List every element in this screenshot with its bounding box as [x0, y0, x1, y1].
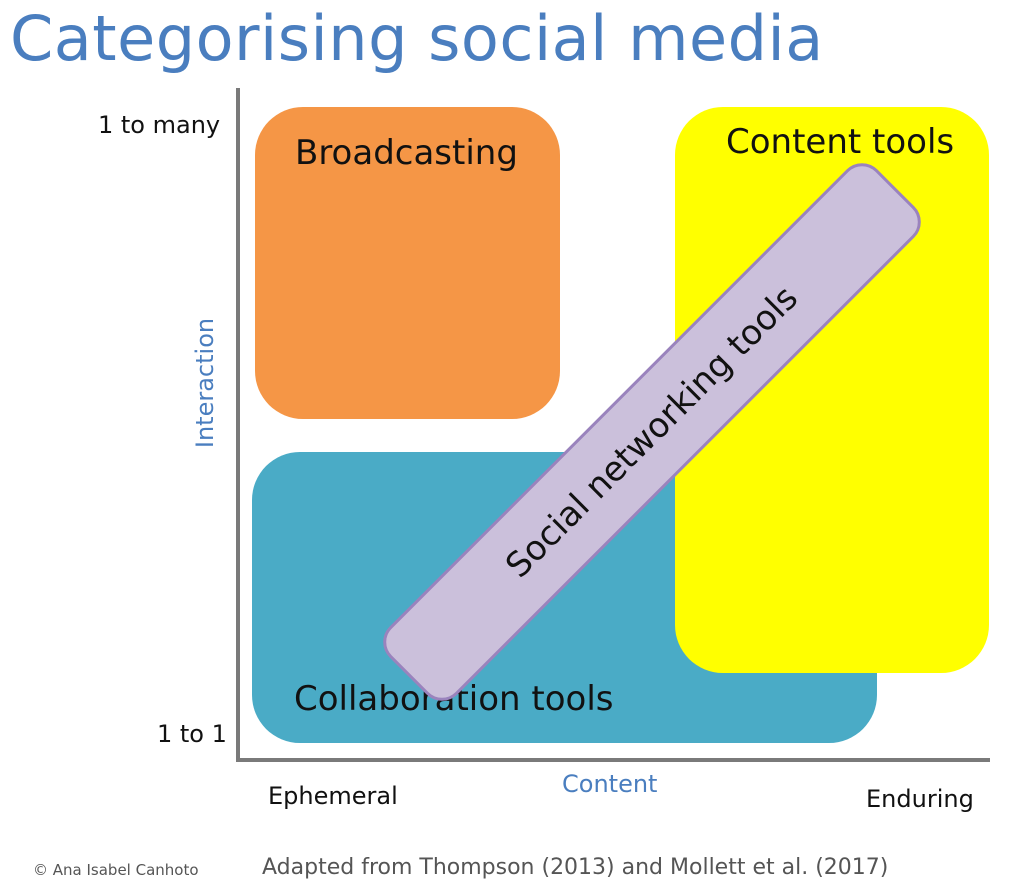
copyright-text: © Ana Isabel Canhoto [33, 861, 199, 879]
content-tools-label: Content tools [726, 122, 955, 162]
y-axis-title: Interaction [191, 317, 219, 449]
source-citation: Adapted from Thompson (2013) and Mollett… [262, 855, 889, 880]
y-axis-line [236, 88, 240, 762]
y-axis-top-label: 1 to many [98, 111, 221, 139]
x-axis-right-label: Enduring [866, 785, 974, 813]
broadcasting-label: Broadcasting [295, 133, 518, 173]
x-axis-title: Content [562, 770, 658, 798]
broadcasting-region [255, 107, 560, 419]
y-axis-bottom-label: 1 to 1 [157, 720, 227, 748]
x-axis-left-label: Ephemeral [268, 782, 398, 810]
x-axis-line [236, 758, 990, 762]
page-title: Categorising social media [10, 2, 824, 75]
